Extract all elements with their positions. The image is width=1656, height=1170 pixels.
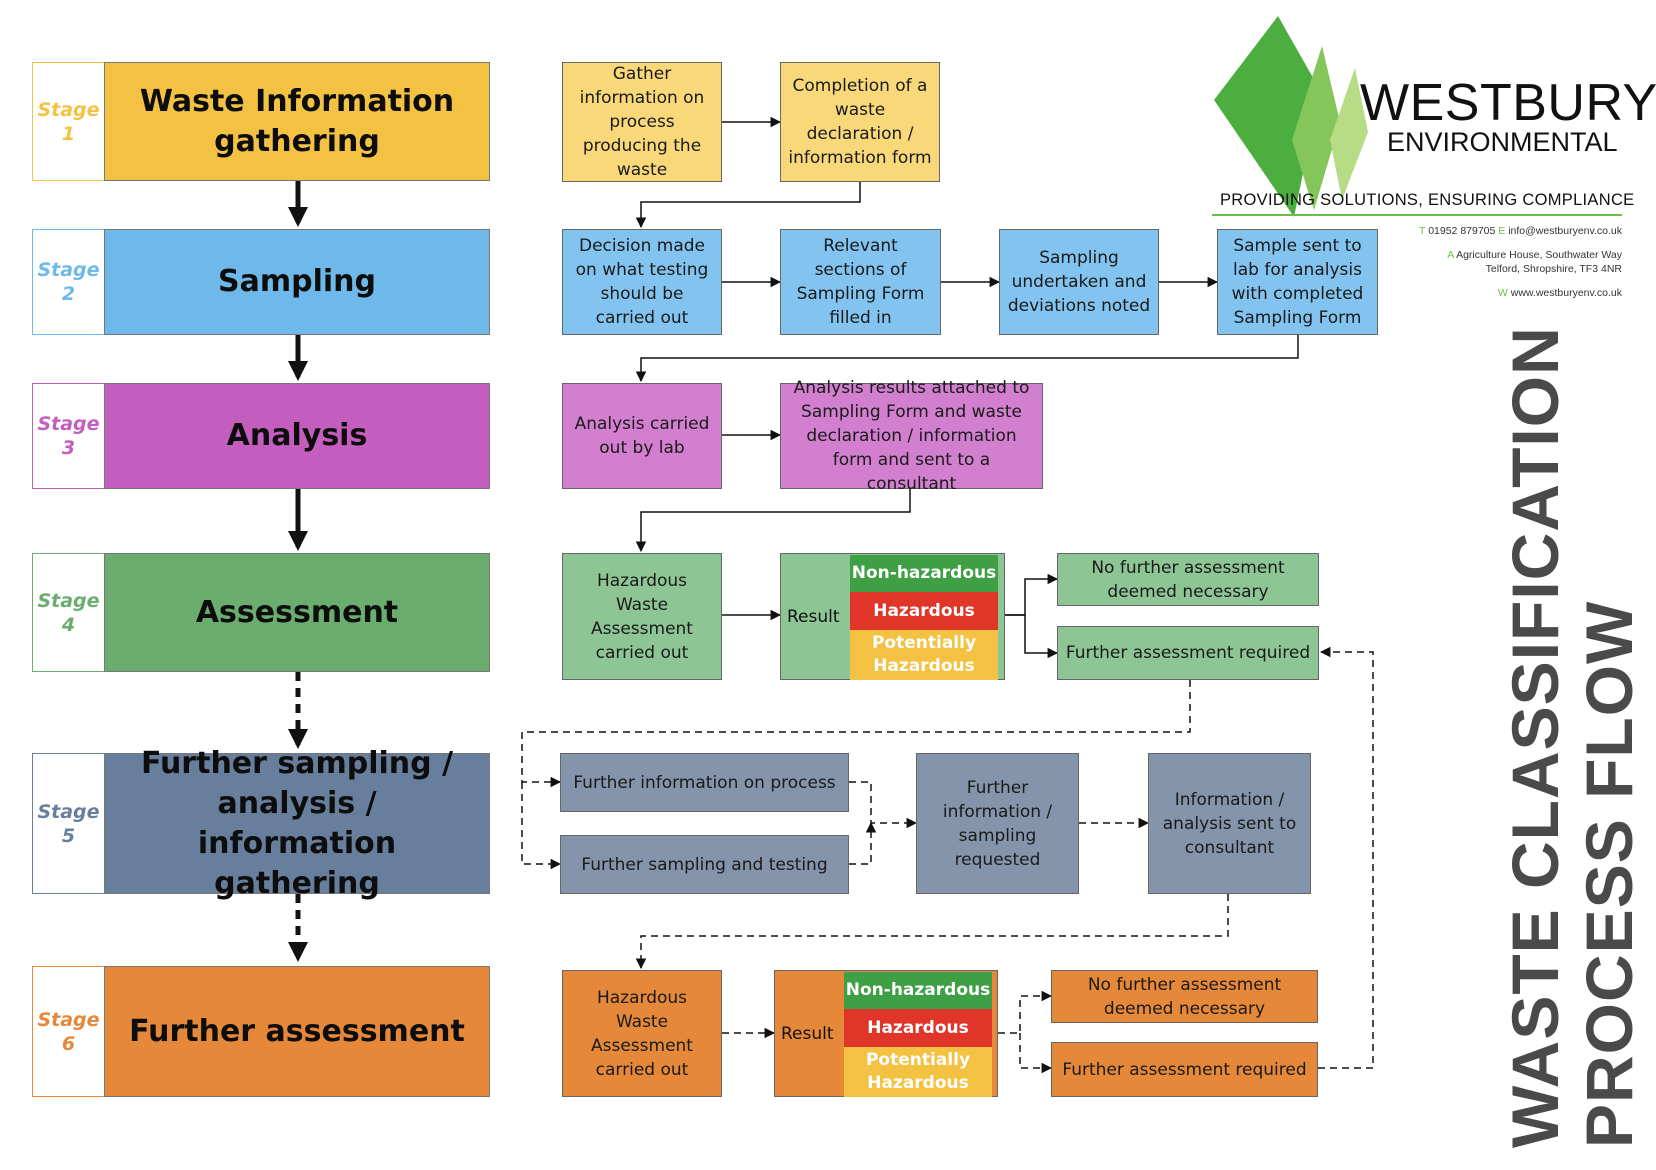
stage-title-text: Analysis	[226, 418, 368, 453]
box-further-sampling-testing: Further sampling and testing	[560, 835, 849, 894]
stage-2-title: Sampling	[104, 229, 490, 335]
stage-5-title: Further sampling / analysis / informatio…	[104, 746, 490, 901]
box-results-attached: Analysis results attached to Sampling Fo…	[780, 378, 1043, 494]
stage-word: Stage	[37, 800, 100, 823]
web-value: www.westburyenv.co.uk	[1510, 287, 1622, 299]
email-key: E	[1498, 225, 1506, 237]
web-key: W	[1497, 287, 1508, 299]
stage-3-label: Stage 3	[32, 383, 105, 489]
result-non-hazardous: Non-hazardous	[850, 555, 998, 592]
phone-value: 01952 879705	[1428, 225, 1496, 237]
box-gather-information: Gather information on process producing …	[562, 62, 722, 182]
stage-number: 4	[61, 613, 76, 636]
address-key: A	[1447, 249, 1454, 261]
stage-word: Stage	[37, 98, 100, 121]
stage-title-text: Waste Information gathering	[139, 83, 455, 159]
email-value: info@westburyenv.co.uk	[1508, 225, 1622, 237]
stage-6-label: Stage 6	[32, 966, 105, 1097]
logo-name: WESTBURY	[1360, 74, 1656, 132]
box-info-sampling-requested: Further information / sampling requested	[916, 753, 1079, 894]
stage-3-title: Analysis	[104, 383, 490, 489]
box-decision-testing: Decision made on what testing should be …	[562, 229, 722, 335]
stage-1-label: Stage 1	[32, 62, 105, 181]
result-panel-stage6: Result Non-hazardous Hazardous Potential…	[774, 970, 998, 1097]
stage-number: 6	[61, 1032, 76, 1055]
box-analysis-lab: Analysis carried out by lab	[562, 383, 722, 489]
logo-tagline: PROVIDING SOLUTIONS, ENSURING COMPLIANCE	[1220, 191, 1635, 209]
stage-number: 5	[61, 824, 76, 847]
result-panel-stage4: Result Non-hazardous Hazardous Potential…	[780, 553, 1005, 680]
box-sampling-undertaken: Sampling undertaken and deviations noted	[999, 229, 1159, 335]
stage-4-title: Assessment	[104, 553, 490, 672]
result-potentially-hazardous: Potentially Hazardous	[850, 630, 998, 680]
box-further-info-process: Further information on process	[560, 753, 849, 812]
stage-5-label: Stage 5	[32, 753, 105, 894]
stage-word: Stage	[37, 1008, 100, 1031]
contact-info: T 01952 879705 E info@westburyenv.co.uk …	[1300, 224, 1622, 300]
contact-phone-email: T 01952 879705 E info@westburyenv.co.uk	[1300, 224, 1622, 238]
stage-title-text: Assessment	[195, 594, 399, 630]
result-hazardous: Hazardous	[844, 1009, 992, 1047]
box-sent-to-consultant: Information / analysis sent to consultan…	[1148, 753, 1311, 894]
stage-6-title: Further assessment	[104, 966, 490, 1097]
logo-subtitle: ENVIRONMENTAL	[1387, 127, 1618, 157]
logo-underline	[1212, 214, 1622, 216]
box-hwa-stage6: Hazardous Waste Assessment carried out	[562, 970, 722, 1097]
page-title-line1: WASTE CLASSIFICATION	[1498, 326, 1572, 1148]
box-complete-declaration: Completion of a waste declaration / info…	[780, 62, 940, 182]
westbury-leaf-icon	[1214, 16, 1368, 217]
result-non-hazardous: Non-hazardous	[844, 972, 992, 1009]
stage-title-text: Sampling	[218, 264, 376, 299]
result-label: Result	[787, 606, 840, 627]
stage-2-label: Stage 2	[32, 229, 105, 335]
box-further-required-stage4: Further assessment required	[1057, 626, 1319, 680]
contact-address-line2: Telford, Shropshire, TF3 4NR	[1485, 263, 1622, 275]
stage-4-label: Stage 4	[32, 553, 105, 672]
address-value: Agriculture House, Southwater Way	[1456, 249, 1622, 261]
stage-word: Stage	[37, 589, 100, 612]
stage-title-text: Further sampling / analysis / informatio…	[140, 745, 454, 901]
page-title-line2: PROCESS FLOW	[1572, 600, 1646, 1148]
box-sample-sent: Sample sent to lab for analysis with com…	[1217, 229, 1378, 335]
stage-title-text: Further assessment	[129, 1013, 465, 1049]
stage-word: Stage	[37, 259, 100, 281]
contact-web: W www.westburyenv.co.uk	[1300, 286, 1622, 300]
box-no-further-stage4: No further assessment deemed necessary	[1057, 553, 1319, 606]
stage-number: 2	[61, 283, 76, 305]
dashed-connectors	[521, 646, 1374, 1074]
solid-connectors	[635, 116, 1299, 659]
result-potentially-hazardous: Potentially Hazardous	[844, 1047, 992, 1097]
stage-number: 1	[61, 122, 76, 145]
box-relevant-sections: Relevant sections of Sampling Form fille…	[780, 229, 941, 335]
box-further-required-stage6: Further assessment required	[1051, 1042, 1318, 1097]
stage-word: Stage	[37, 413, 100, 435]
stage-number: 3	[61, 437, 76, 459]
box-no-further-stage6: No further assessment deemed necessary	[1051, 970, 1318, 1023]
stage-1-title: Waste Information gathering	[104, 62, 490, 181]
phone-key: T	[1419, 225, 1426, 237]
box-hwa-stage4: Hazardous Waste Assessment carried out	[562, 553, 722, 680]
contact-address-line1: A Agriculture House, Southwater Way	[1300, 248, 1622, 262]
result-label: Result	[781, 1023, 834, 1044]
result-hazardous: Hazardous	[850, 592, 998, 630]
